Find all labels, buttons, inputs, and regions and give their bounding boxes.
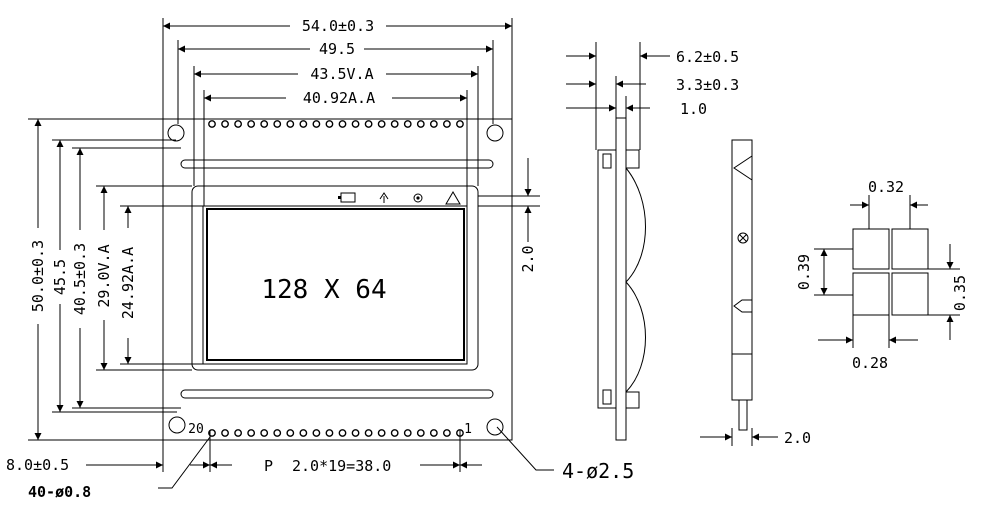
dot-width-dim: 0.32 [868,178,904,196]
pin-hole [273,429,282,437]
pin-hole [416,429,425,437]
edge-pin [738,399,748,431]
warning-triangle-icon [445,191,461,205]
module-thickness-dim: 3.3±0.3 [676,76,739,94]
pitch-label: P [264,457,273,475]
top-pin-row [208,120,464,128]
top-rail [180,159,494,169]
pin-hole [429,120,438,128]
pin-hole [312,120,321,128]
pin-hole [403,120,412,128]
pin-hole [429,429,438,437]
pin-hole [351,120,360,128]
frame-side [597,149,617,409]
mount-hole-top-right [486,124,504,142]
icon-row-offset-dim: 2.0 [519,245,537,272]
active-area-height-dim: 24.92A.A [119,247,137,319]
pin-hole [338,120,347,128]
viewing-area-width-dim: 43.5V.A [310,65,373,83]
pin-hole [403,429,412,437]
target-icon [413,193,423,203]
pin-hole [390,429,399,437]
bottom-rail [180,389,494,399]
active-area-width-dim: 40.92A.A [303,89,375,107]
pcb-thickness-dim: 1.0 [680,100,707,118]
pin-hole [208,120,216,128]
total-thickness-dim: 6.2±0.5 [676,48,739,66]
side-view: 6.2±0.5 3.3±0.3 1.0 [566,42,739,441]
resolution-label: 128 X 64 [261,275,386,305]
pin-span-dim: 2.0*19=38.0 [292,457,391,475]
active-area-outer [202,205,468,365]
pin-hole [260,120,269,128]
edge-cross-circle-icon [737,232,749,244]
hole-spacing-height-dim: 45.5 [51,259,69,295]
edge-view: 2.0 [700,139,811,447]
hole-spacing-width-dim: 49.5 [319,40,355,58]
front-view: 128 X 64 20 1 54.0±0.3 49.5 43.5V.A 40.9… [6,16,634,501]
viewing-area-height-dim: 29.0V.A [95,244,113,307]
pin-hole [260,429,269,437]
arrow-up-icon [379,192,389,203]
pin-hole [286,120,295,128]
outline-height-dim: 50.0±0.3 [29,240,47,312]
pixel-dot [891,228,929,270]
pin-hole [377,120,386,128]
pin-hole [299,429,308,437]
pin-hole [221,120,229,128]
pin-hole [247,429,256,437]
pin-1-label: 1 [464,422,472,437]
pin-hole [442,429,451,437]
mount-hole-callout: 4-ø2.5 [562,459,634,483]
pin-hole [234,429,243,437]
pin-hole [351,429,360,437]
outline-width-dim: 54.0±0.3 [302,17,374,35]
dot-height-dim: 0.39 [795,254,813,290]
component-bulge [625,167,646,393]
edge-body [731,139,753,401]
module-outline [162,118,513,441]
pin-hole [364,429,373,437]
pin-hole [442,120,451,128]
pixel-detail: 0.32 0.39 0.35 0.28 [795,178,969,372]
pin-hole [312,429,321,437]
pin-hole-callout: 40-ø0.8 [28,483,91,501]
pixel-dot [891,272,929,316]
pixel-dot [852,272,890,316]
pin-hole [390,120,399,128]
bezel [191,185,479,371]
battery-icon [340,192,356,203]
pin-hole [234,120,243,128]
pitch-vertical-dim: 0.35 [951,275,969,311]
pin-hole [456,120,464,128]
pin-hole [416,120,425,128]
mount-hole-bottom-right [486,418,504,436]
pitch-horizontal-dim: 0.28 [852,354,888,372]
mount-hole-bottom-left [168,416,186,434]
pin-hole [377,429,386,437]
active-area [206,208,465,361]
edge-to-pin-dim: 8.0±0.5 [6,456,69,474]
pin-hole [299,120,308,128]
pin-20-label: 20 [188,422,204,437]
mount-hole-top-left [167,124,185,142]
pin-hole [338,429,347,437]
bezel-height-dim: 40.5±0.3 [71,243,89,315]
pin-hole [221,429,229,437]
edge-pin-offset-dim: 2.0 [784,429,811,447]
pin-hole [247,120,256,128]
pin-hole [273,120,282,128]
pin-hole [325,120,334,128]
edge-arrow-icon [733,299,752,313]
pin-hole [325,429,334,437]
edge-arrow-left-icon [733,155,753,181]
pixel-dot [852,228,890,270]
bottom-pin-row [208,429,464,437]
pcb-side [615,117,627,441]
pin-hole [286,429,295,437]
pin-hole [364,120,373,128]
